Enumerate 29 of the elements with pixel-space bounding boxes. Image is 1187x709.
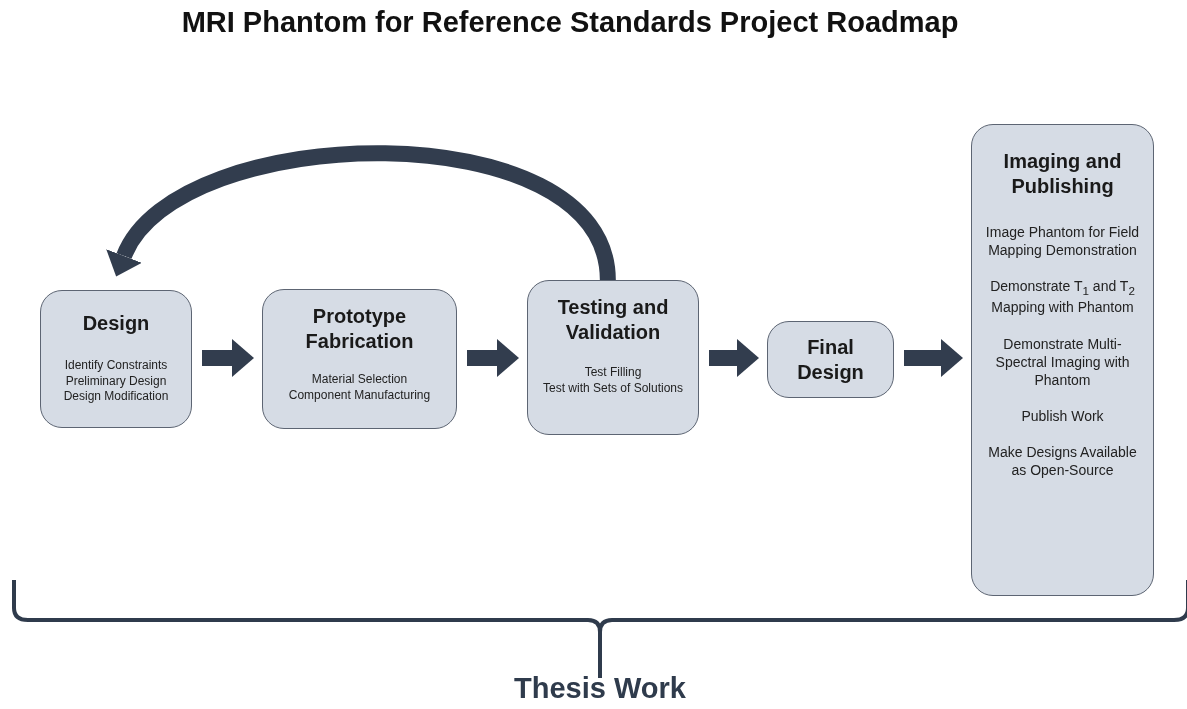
box-heading: Imaging and Publishing bbox=[1002, 149, 1123, 199]
box-heading: Prototype Fabrication bbox=[304, 304, 415, 354]
diagram-title: MRI Phantom for Reference Standards Project Roadmap bbox=[180, 6, 960, 39]
process-box bbox=[971, 124, 1154, 596]
box-heading: Design bbox=[82, 311, 150, 336]
task-text: Make Designs Available as Open-Source bbox=[987, 443, 1138, 480]
block-arrow bbox=[202, 339, 254, 377]
task-text: Identify Constraints bbox=[64, 358, 168, 374]
process-box bbox=[262, 289, 457, 429]
task-text: Demonstrate T$_{1}$ and T$_{2}$ Mapping with Phantom bbox=[989, 277, 1136, 317]
box-heading: Testing and Validation bbox=[556, 295, 670, 345]
task-text: Demonstrate Multi-Spectral Imaging with Phantom bbox=[994, 334, 1131, 390]
process-box bbox=[527, 280, 699, 435]
brace-label: Thesis Work bbox=[513, 672, 687, 705]
curved-arrow bbox=[108, 145, 616, 282]
task-text: Image Phantom for Field Mapping Demonstration bbox=[984, 223, 1141, 260]
block-arrow bbox=[709, 339, 759, 377]
task-text: Material Selection bbox=[311, 372, 408, 388]
task-text: Test with Sets of Solutions bbox=[542, 380, 684, 397]
task-text: Design Modification bbox=[63, 389, 169, 405]
task-text: Test Filling bbox=[584, 365, 642, 381]
block-arrow bbox=[904, 339, 963, 377]
block-arrow bbox=[467, 339, 519, 377]
box-heading: Final Design bbox=[796, 334, 865, 385]
task-text: Publish Work bbox=[1021, 407, 1104, 426]
task-text: Component Manufacturing bbox=[288, 387, 431, 404]
task-text: Preliminary Design bbox=[65, 373, 167, 390]
process-box bbox=[767, 321, 894, 398]
process-box bbox=[40, 290, 192, 428]
